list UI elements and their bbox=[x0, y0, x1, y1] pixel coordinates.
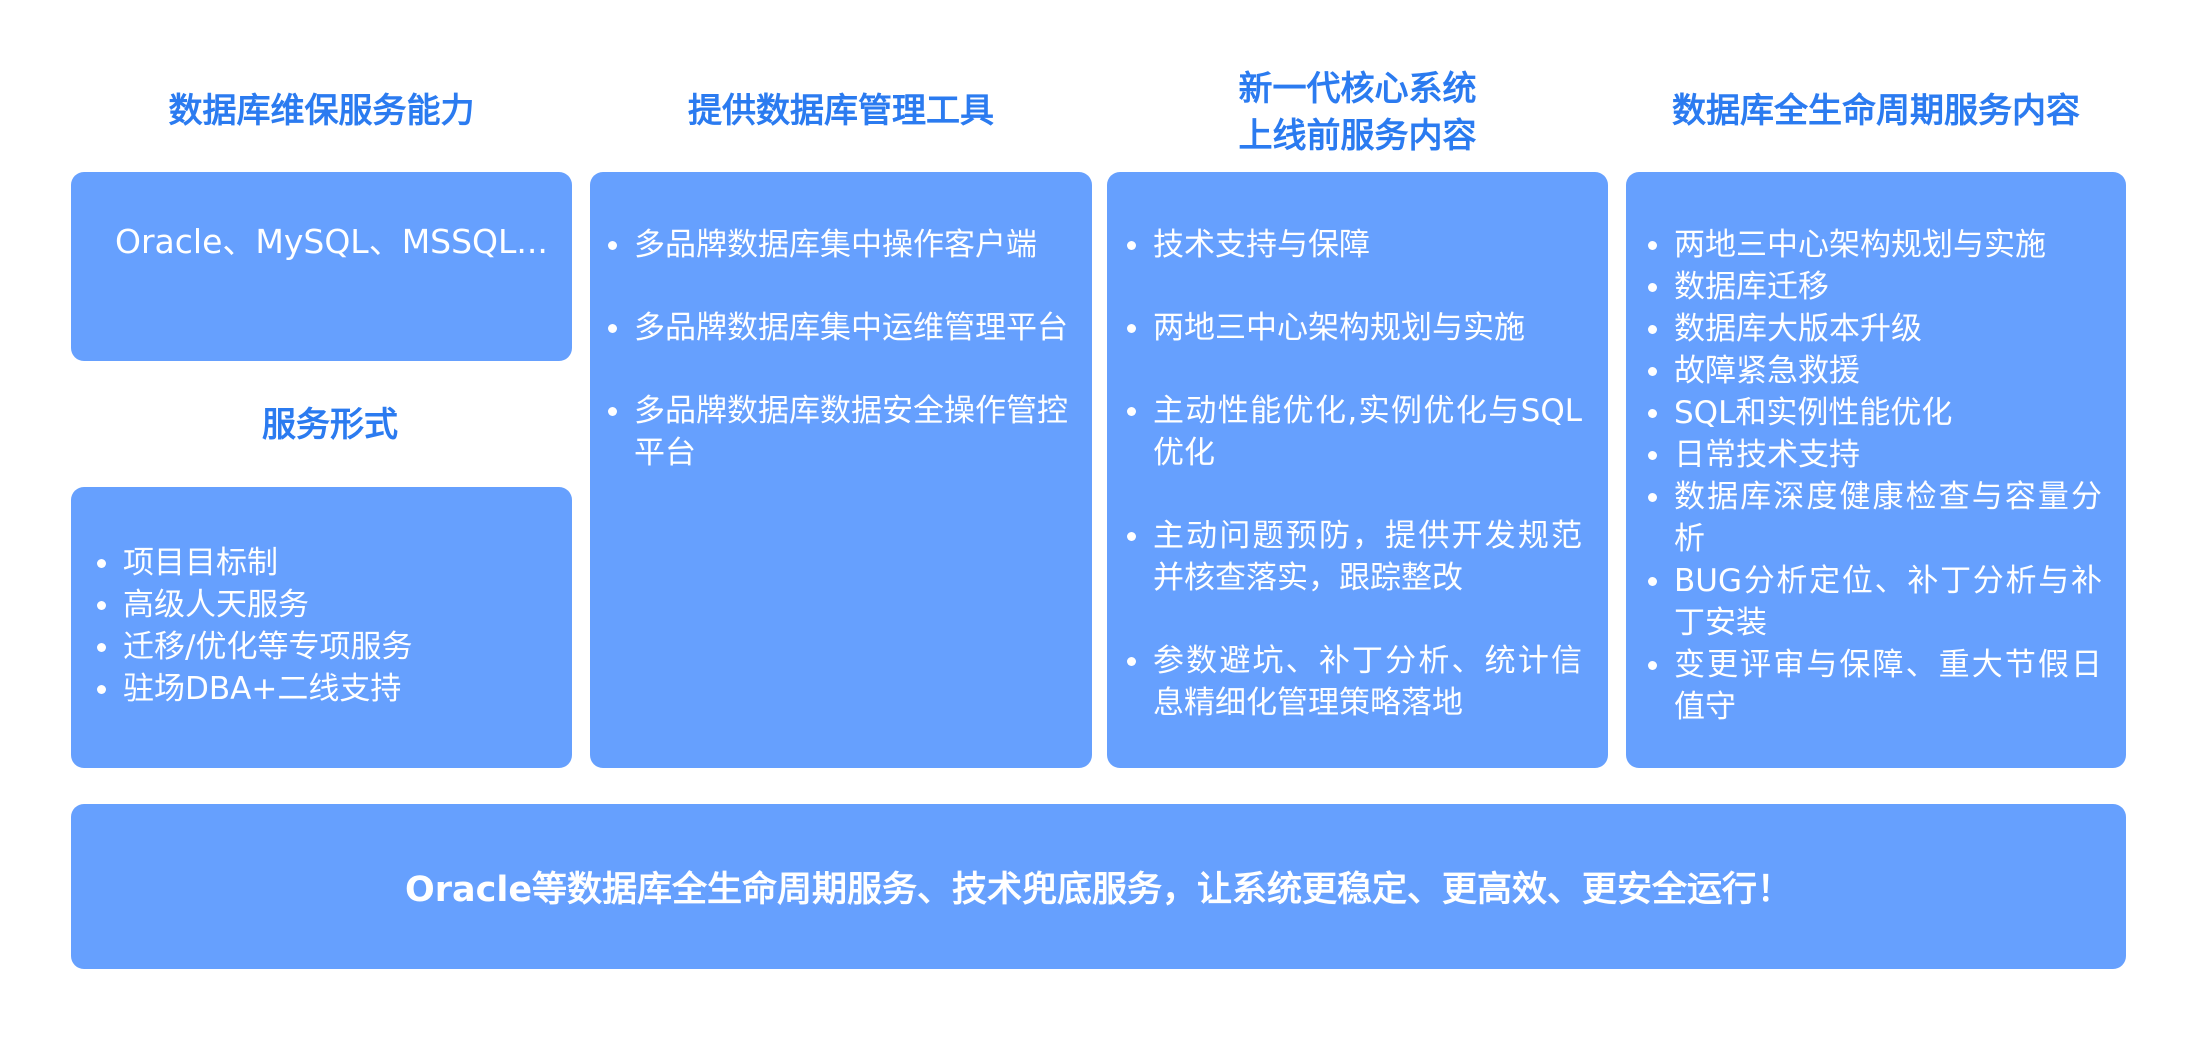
list-item: 两地三中心架构规划与实施 bbox=[1127, 307, 1582, 349]
list-item: 技术支持与保障 bbox=[1127, 224, 1582, 266]
column-title-line-2: 上线前服务内容 bbox=[1238, 116, 1477, 156]
list-item: 参数避坑、补丁分析、统计信息精细化管理策略落地 bbox=[1127, 640, 1582, 724]
list-item: 主动问题预防，提供开发规范并核查落实，跟踪整改 bbox=[1127, 515, 1582, 599]
list-item: 多品牌数据库集中运维管理平台 bbox=[608, 307, 1074, 349]
list-item: 项目目标制 bbox=[97, 542, 572, 584]
list-item: 数据库迁移 bbox=[1648, 266, 2102, 308]
list-item: 多品牌数据库集中操作客户端 bbox=[608, 224, 1074, 266]
list-item: 两地三中心架构规划与实施 bbox=[1648, 224, 2102, 266]
service-form-card: 项目目标制 高级人天服务 迁移/优化等专项服务 驻场DBA+二线支持 bbox=[71, 487, 572, 768]
list-item: 数据库深度健康检查与容量分析 bbox=[1648, 476, 2102, 560]
list-item: 驻场DBA+二线支持 bbox=[97, 668, 572, 710]
lifecycle-services-list: 两地三中心架构规划与实施 数据库迁移 数据库大版本升级 故障紧急救援 SQL和实… bbox=[1648, 224, 2102, 728]
new-core-system-card: 技术支持与保障 两地三中心架构规划与实施 主动性能优化,实例优化与SQL优化 主… bbox=[1107, 172, 1608, 768]
column-title-line-1: 新一代核心系统 bbox=[1238, 69, 1477, 109]
lifecycle-services-card: 两地三中心架构规划与实施 数据库迁移 数据库大版本升级 故障紧急救援 SQL和实… bbox=[1626, 172, 2126, 768]
list-item: BUG分析定位、补丁分析与补丁安装 bbox=[1648, 560, 2102, 644]
list-item: 日常技术支持 bbox=[1648, 434, 2102, 476]
service-form-list: 项目目标制 高级人天服务 迁移/优化等专项服务 驻场DBA+二线支持 bbox=[97, 542, 572, 710]
list-item: 高级人天服务 bbox=[97, 584, 572, 626]
list-item: 迁移/优化等专项服务 bbox=[97, 626, 572, 668]
column-title-management-tools: 提供数据库管理工具 bbox=[688, 91, 994, 131]
supported-databases-text: Oracle、MySQL、MSSQL... bbox=[115, 222, 548, 261]
summary-banner: Oracle等数据库全生命周期服务、技术兜底服务，让系统更稳定、更高效、更安全运… bbox=[71, 804, 2126, 969]
list-item: 多品牌数据库数据安全操作管控平台 bbox=[608, 390, 1074, 474]
list-item: SQL和实例性能优化 bbox=[1648, 392, 2102, 434]
management-tools-card: 多品牌数据库集中操作客户端 多品牌数据库集中运维管理平台 多品牌数据库数据安全操… bbox=[590, 172, 1092, 768]
list-item: 故障紧急救援 bbox=[1648, 350, 2102, 392]
column-title-maintenance-capability: 数据库维保服务能力 bbox=[168, 91, 475, 131]
list-item: 主动性能优化,实例优化与SQL优化 bbox=[1127, 390, 1582, 474]
list-item: 数据库大版本升级 bbox=[1648, 308, 2102, 350]
management-tools-list: 多品牌数据库集中操作客户端 多品牌数据库集中运维管理平台 多品牌数据库数据安全操… bbox=[608, 224, 1074, 474]
supported-databases-card: Oracle、MySQL、MSSQL... bbox=[71, 172, 572, 361]
service-form-title: 服务形式 bbox=[262, 405, 398, 445]
column-title-lifecycle-services: 数据库全生命周期服务内容 bbox=[1672, 91, 2080, 131]
column-title-new-core-system: 新一代核心系统 上线前服务内容 bbox=[1107, 66, 1608, 160]
new-core-system-list: 技术支持与保障 两地三中心架构规划与实施 主动性能优化,实例优化与SQL优化 主… bbox=[1127, 224, 1582, 724]
list-item: 变更评审与保障、重大节假日值守 bbox=[1648, 644, 2102, 728]
summary-banner-text: Oracle等数据库全生命周期服务、技术兜底服务，让系统更稳定、更高效、更安全运… bbox=[404, 870, 1793, 910]
